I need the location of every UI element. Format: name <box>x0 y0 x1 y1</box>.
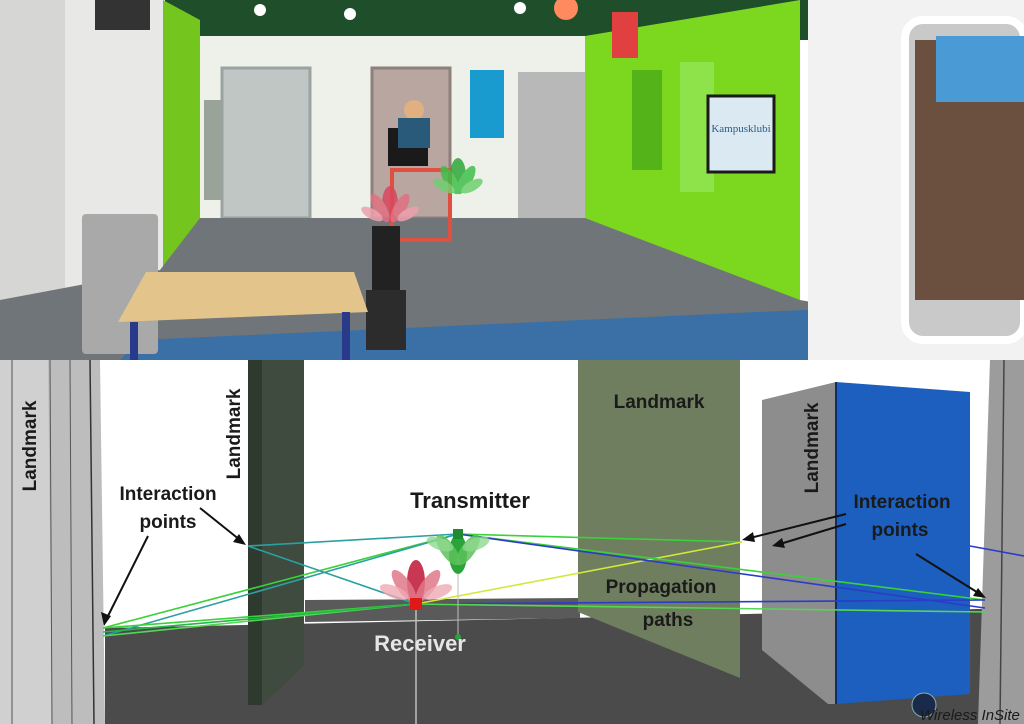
hallway-photo: Kampusklubi <box>0 0 1024 360</box>
ray-path <box>415 603 986 613</box>
receiver-mast <box>372 226 400 296</box>
ray-tracing-scene: Landmark Landmark Landmark Landmark Inte… <box>0 360 1024 724</box>
transmitter-pattern <box>426 529 490 574</box>
transmitter-label: Transmitter <box>410 488 530 513</box>
wooden-table <box>118 272 368 322</box>
wall-edge <box>69 360 73 724</box>
booth-screen <box>936 36 1024 102</box>
wall-poster <box>632 70 662 170</box>
wireless-insite-watermark: Wireless InSite <box>911 692 1020 724</box>
ray-path <box>102 533 459 637</box>
landmark-label-left: Landmark <box>20 400 41 491</box>
wall-edge <box>999 360 1005 724</box>
interaction-points-label-right-line1: Interaction <box>853 492 950 513</box>
dark-landmark-face <box>262 360 304 705</box>
ray-path <box>457 533 986 601</box>
kampusklubi-sign: Kampusklubi <box>711 123 770 135</box>
operator <box>404 100 424 120</box>
photo-rx-pattern <box>361 186 419 223</box>
arrow-left-to-column <box>199 507 246 545</box>
ray-path <box>102 533 459 629</box>
receiver-pattern <box>379 560 453 610</box>
table-leg <box>130 322 138 360</box>
ray-path <box>415 541 743 605</box>
ray-path <box>247 533 459 547</box>
interaction-points-label-right-line2: points <box>872 520 929 541</box>
olive-landmark-panel <box>578 360 740 678</box>
arrow-right-to-wall <box>915 553 986 598</box>
ceiling-light <box>344 8 356 20</box>
green-column <box>163 0 200 290</box>
info-screen <box>470 70 504 138</box>
mailboxes <box>204 100 222 200</box>
receiver-tripod <box>366 290 406 350</box>
wall-edge <box>89 360 95 724</box>
ceiling-light <box>514 2 526 14</box>
grey-landmark-side <box>762 382 836 704</box>
ceiling-light <box>254 4 266 16</box>
landmark-label-panel: Landmark <box>614 392 705 413</box>
photo-tx-pattern <box>433 158 483 195</box>
propagation-rays <box>102 533 1024 637</box>
landmark-label-block: Landmark <box>802 402 823 493</box>
interaction-points-label-left-line1: Interaction <box>119 484 216 505</box>
kampusklubi-screen <box>706 94 776 174</box>
receiver-label: Receiver <box>374 631 466 656</box>
watermark-text: Wireless InSite <box>920 707 1020 724</box>
interaction-points-label-left-line2: points <box>140 512 197 533</box>
ray-path <box>969 545 1024 557</box>
propagation-paths-label-line2: paths <box>643 610 694 631</box>
arrow-right-to-panel <box>742 513 847 548</box>
propagation-paths-label-line1: Propagation <box>606 577 717 598</box>
arrow-left-to-wall <box>101 535 149 626</box>
ray-path <box>457 533 743 543</box>
wall-edge <box>49 360 53 724</box>
operator <box>398 118 430 148</box>
left-landmark-face <box>0 360 52 724</box>
table-leg <box>342 312 350 360</box>
elevator-door-right <box>518 72 586 220</box>
right-wall <box>978 360 1024 724</box>
wall-screen <box>95 0 150 30</box>
ceiling-lamp <box>554 0 578 20</box>
transmitter-ground-marker <box>455 634 461 640</box>
ray-path <box>415 599 986 605</box>
fire-sign <box>612 12 638 58</box>
blue-landmark-block <box>836 382 970 704</box>
glass-door <box>220 66 312 220</box>
ray-path <box>457 533 986 609</box>
ray-path <box>102 603 417 633</box>
landmark-label-column: Landmark <box>224 388 245 479</box>
